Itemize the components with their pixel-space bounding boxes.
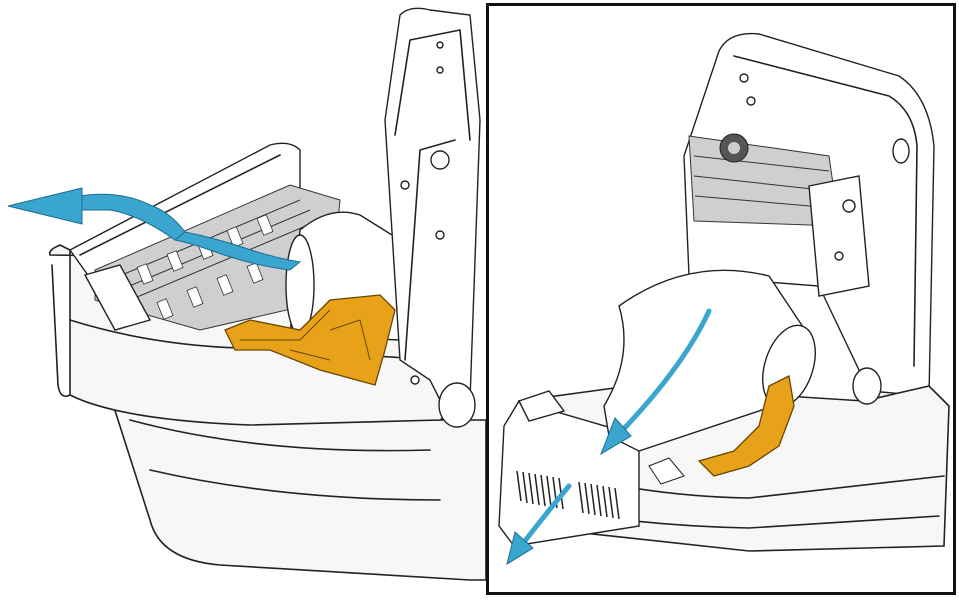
printer-top-cover: [384, 7, 481, 401]
media-path-arrow: [616, 308, 712, 437]
printer-lid-rear: [68, 142, 301, 286]
right-panel-printer-illustration: [486, 3, 956, 595]
hinge-knob: [438, 382, 476, 428]
media-guide-holder: [224, 294, 396, 386]
media-exit-arrowhead: [506, 531, 534, 566]
front-latch: [83, 264, 152, 331]
hinge-knob: [852, 367, 882, 405]
media-path-arrowhead: [600, 417, 632, 456]
printer-open-label-path-drawing: [7, 7, 486, 581]
printer-open-media-roll-drawing: [498, 32, 950, 566]
left-panel-printer-illustration: [7, 7, 486, 581]
media-path-arrowhead: [7, 187, 83, 225]
media-guide-holder: [697, 375, 795, 477]
media-exit-arrow: [518, 483, 572, 549]
